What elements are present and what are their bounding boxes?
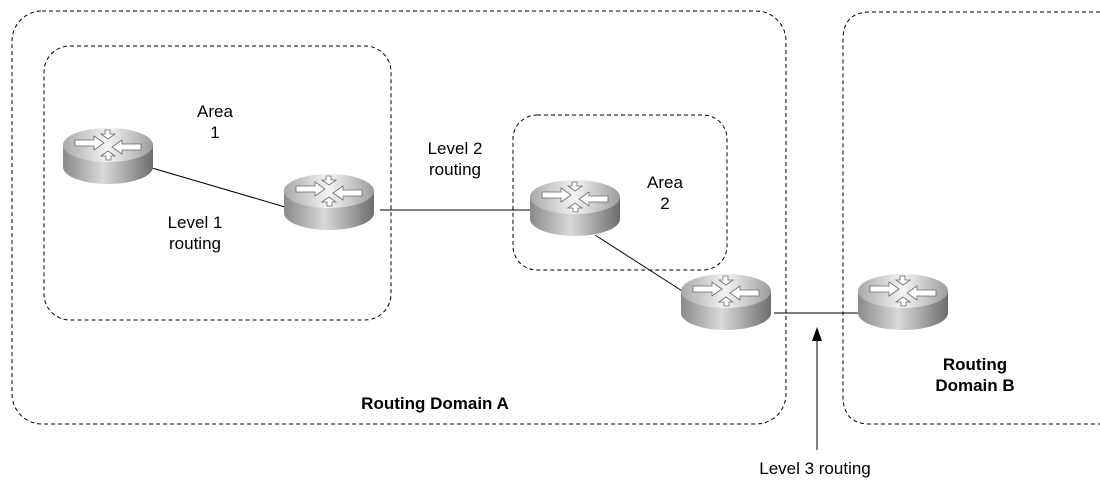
router-icon [62, 127, 154, 185]
routing-domain-b-label: Routing Domain B [935, 355, 1015, 395]
routing-domain-a-label: Routing Domain A [361, 394, 509, 413]
routing-domain-a-boundary [11, 10, 787, 425]
area-2-label: Area 2 [647, 173, 683, 213]
router-icon [283, 173, 375, 231]
routing-domain-b-boundary [842, 11, 1100, 425]
area-1-boundary [43, 45, 392, 321]
router-icon [529, 179, 621, 237]
level-3-arrow-head [812, 327, 822, 341]
area-1-label: Area 1 [197, 102, 233, 142]
router-icon [680, 273, 772, 331]
router-icon [857, 273, 949, 331]
level-2-routing-label: Level 2 routing [427, 139, 483, 179]
link-r3-r4 [594, 234, 691, 297]
area-2-boundary [512, 114, 728, 271]
level-1-routing-label: Level 1 routing [167, 213, 223, 253]
link-r1-r2 [151, 167, 286, 208]
level-3-routing-label: Level 3 routing [759, 459, 871, 478]
